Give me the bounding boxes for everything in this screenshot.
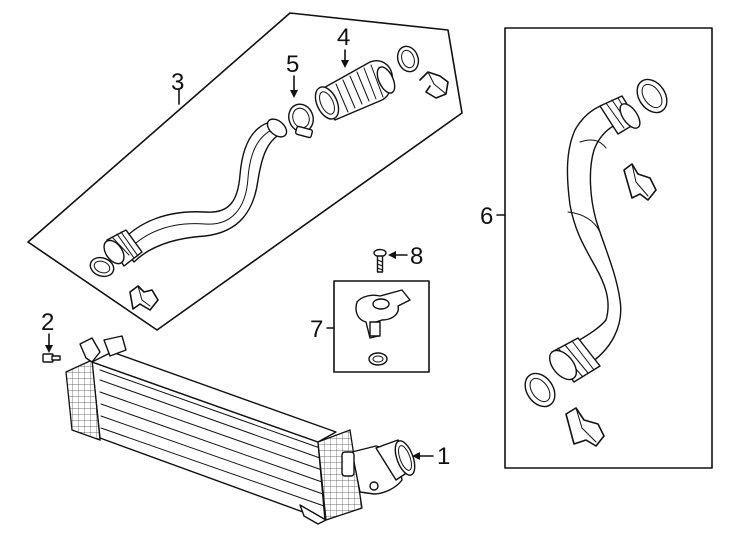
group-3-frame <box>27 12 463 331</box>
callout-5: 5 <box>286 51 299 78</box>
outlet-bottom-clip <box>565 407 605 447</box>
outlet-hose <box>548 95 641 383</box>
callout-4: 4 <box>337 24 350 51</box>
outlet-top-seal-ring <box>636 78 668 114</box>
hose-retaining-clip <box>129 285 159 311</box>
callout-3: 3 <box>171 69 184 96</box>
resonator-seal-ring <box>396 45 420 73</box>
callout-7: 7 <box>310 316 323 343</box>
callout-2: 2 <box>41 309 54 336</box>
hose-seal-ring <box>89 256 115 278</box>
intake-resonator <box>314 60 396 121</box>
sensor-o-ring <box>368 352 388 366</box>
leader-lines <box>45 49 506 460</box>
group-6-frame <box>504 27 713 469</box>
mounting-bolt <box>42 353 61 363</box>
resonator-clip <box>419 71 449 99</box>
outlet-bottom-seal-ring <box>524 372 556 408</box>
callout-8: 8 <box>410 243 423 270</box>
callout-1: 1 <box>437 443 450 470</box>
intercooler <box>65 335 416 525</box>
boost-pressure-sensor <box>355 289 411 339</box>
callout-6: 6 <box>480 203 493 230</box>
intake-hose <box>103 118 288 267</box>
sensor-screw <box>373 248 387 273</box>
hose-clamp <box>288 103 314 139</box>
outlet-top-clip <box>623 163 657 201</box>
group-7-frame <box>333 280 430 373</box>
